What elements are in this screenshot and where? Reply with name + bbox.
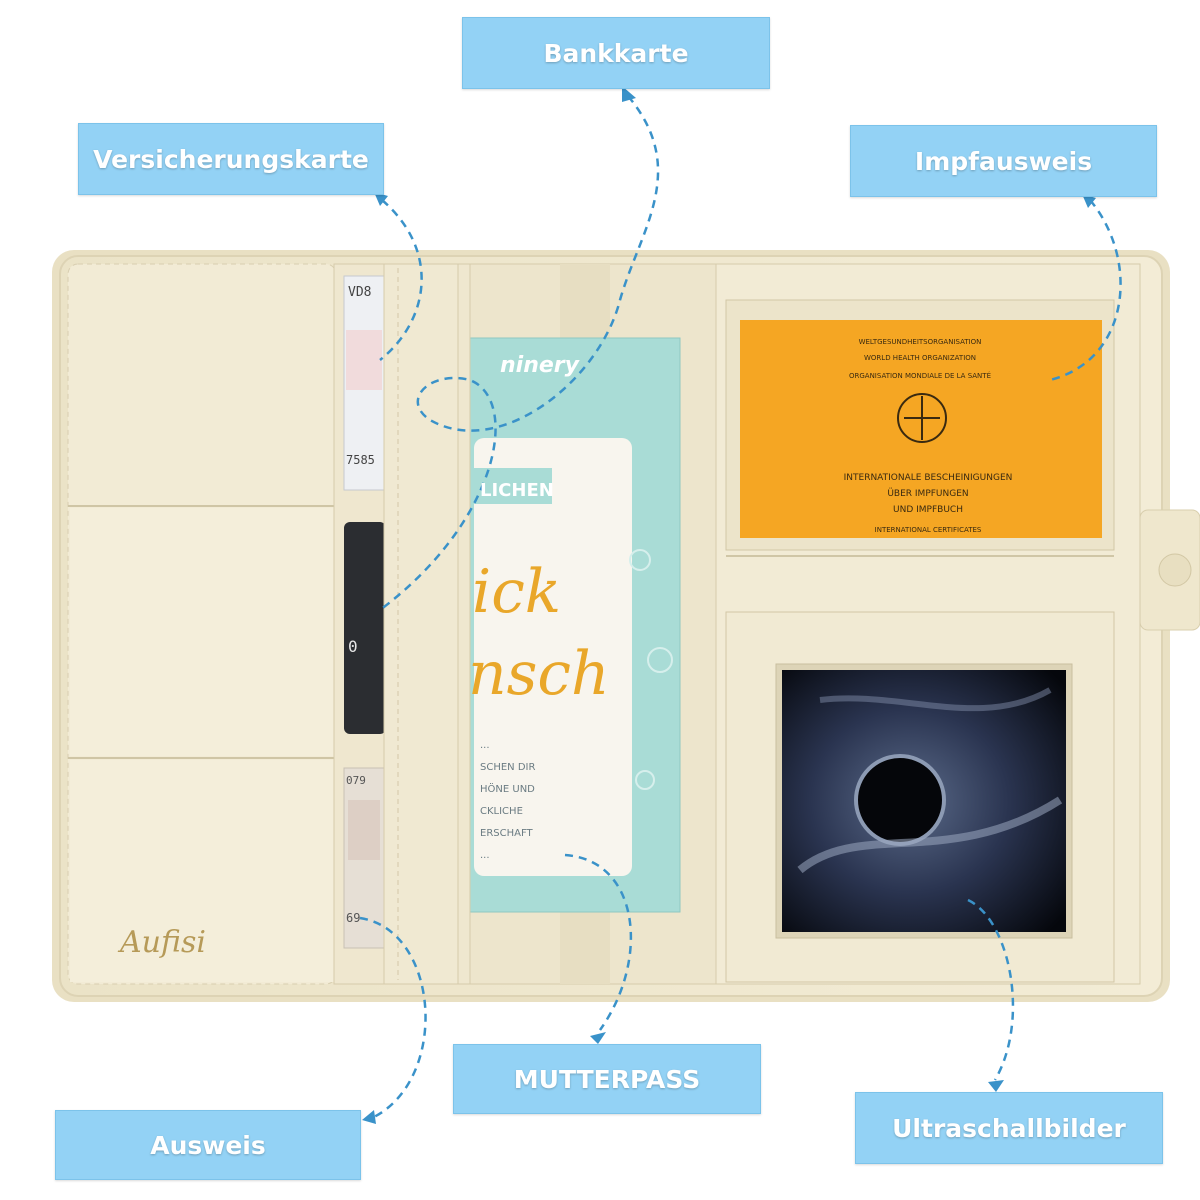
callout-versicherungskarte: Versicherungskarte — [78, 123, 384, 195]
id-card-bottom: 69 — [346, 911, 360, 925]
booklet-line: CKLICHE — [480, 806, 523, 817]
printed-text: Aufisi ninery LICHEN ick nsch ... SCHEN … — [117, 285, 1012, 960]
booklet-title-top: LICHEN — [480, 480, 554, 501]
insurance-number: 7585 — [346, 453, 375, 467]
arrow-heads — [362, 86, 1096, 1124]
callout-bankkarte: Bankkarte — [462, 17, 770, 89]
bank-card-digits: 0 — [348, 637, 358, 656]
booklet-line: SCHEN DIR — [480, 762, 535, 773]
booklet-line: HÖNE UND — [480, 782, 535, 795]
booklet-line: ERSCHAFT — [480, 828, 534, 839]
booklet-line: ... — [480, 850, 490, 861]
vacc-title3: UND IMPFBUCH — [893, 505, 963, 515]
brand-logo: Aufisi — [117, 925, 206, 960]
card-slots — [333, 263, 459, 985]
vacc-line3: ORGANISATION MONDIALE DE LA SANTÉ — [849, 371, 991, 380]
arrow-mutterpass — [564, 853, 633, 1031]
booklet-title-mid1: ick — [472, 557, 561, 627]
callout-mutterpass: MUTTERPASS — [453, 1044, 761, 1114]
callout-ultraschallbilder: Ultraschallbilder — [855, 1092, 1163, 1164]
insurance-code: VD8 — [348, 285, 371, 300]
arrow-impfausweis — [1049, 199, 1122, 382]
arrow-ausweis — [359, 916, 427, 1120]
vacc-title2: ÜBER IMPFUNGEN — [887, 488, 968, 499]
vacc-line1: WELTGESUNDHEITSORGANISATION — [859, 338, 982, 346]
id-card-top: 079 — [346, 774, 366, 787]
callout-impfausweis: Impfausweis — [850, 125, 1157, 197]
vacc-title1: INTERNATIONALE BESCHEINIGUNGEN — [844, 473, 1013, 483]
arrow-ultraschallbilder — [967, 898, 1015, 1081]
booklet-title-mid2: nsch — [468, 639, 610, 709]
vacc-line2: WORLD HEALTH ORGANIZATION — [864, 354, 976, 362]
left-panel — [67, 263, 337, 985]
callout-arrows — [359, 95, 1122, 1120]
booklet-brand: ninery — [500, 353, 581, 378]
arrow-bankkarte — [379, 95, 660, 611]
vacc-title4: INTERNATIONAL CERTIFICATES — [875, 526, 982, 534]
booklet-line: ... — [480, 740, 490, 751]
callout-ausweis: Ausweis — [55, 1110, 361, 1180]
right-panel — [715, 263, 1141, 985]
center-panel — [457, 263, 717, 985]
